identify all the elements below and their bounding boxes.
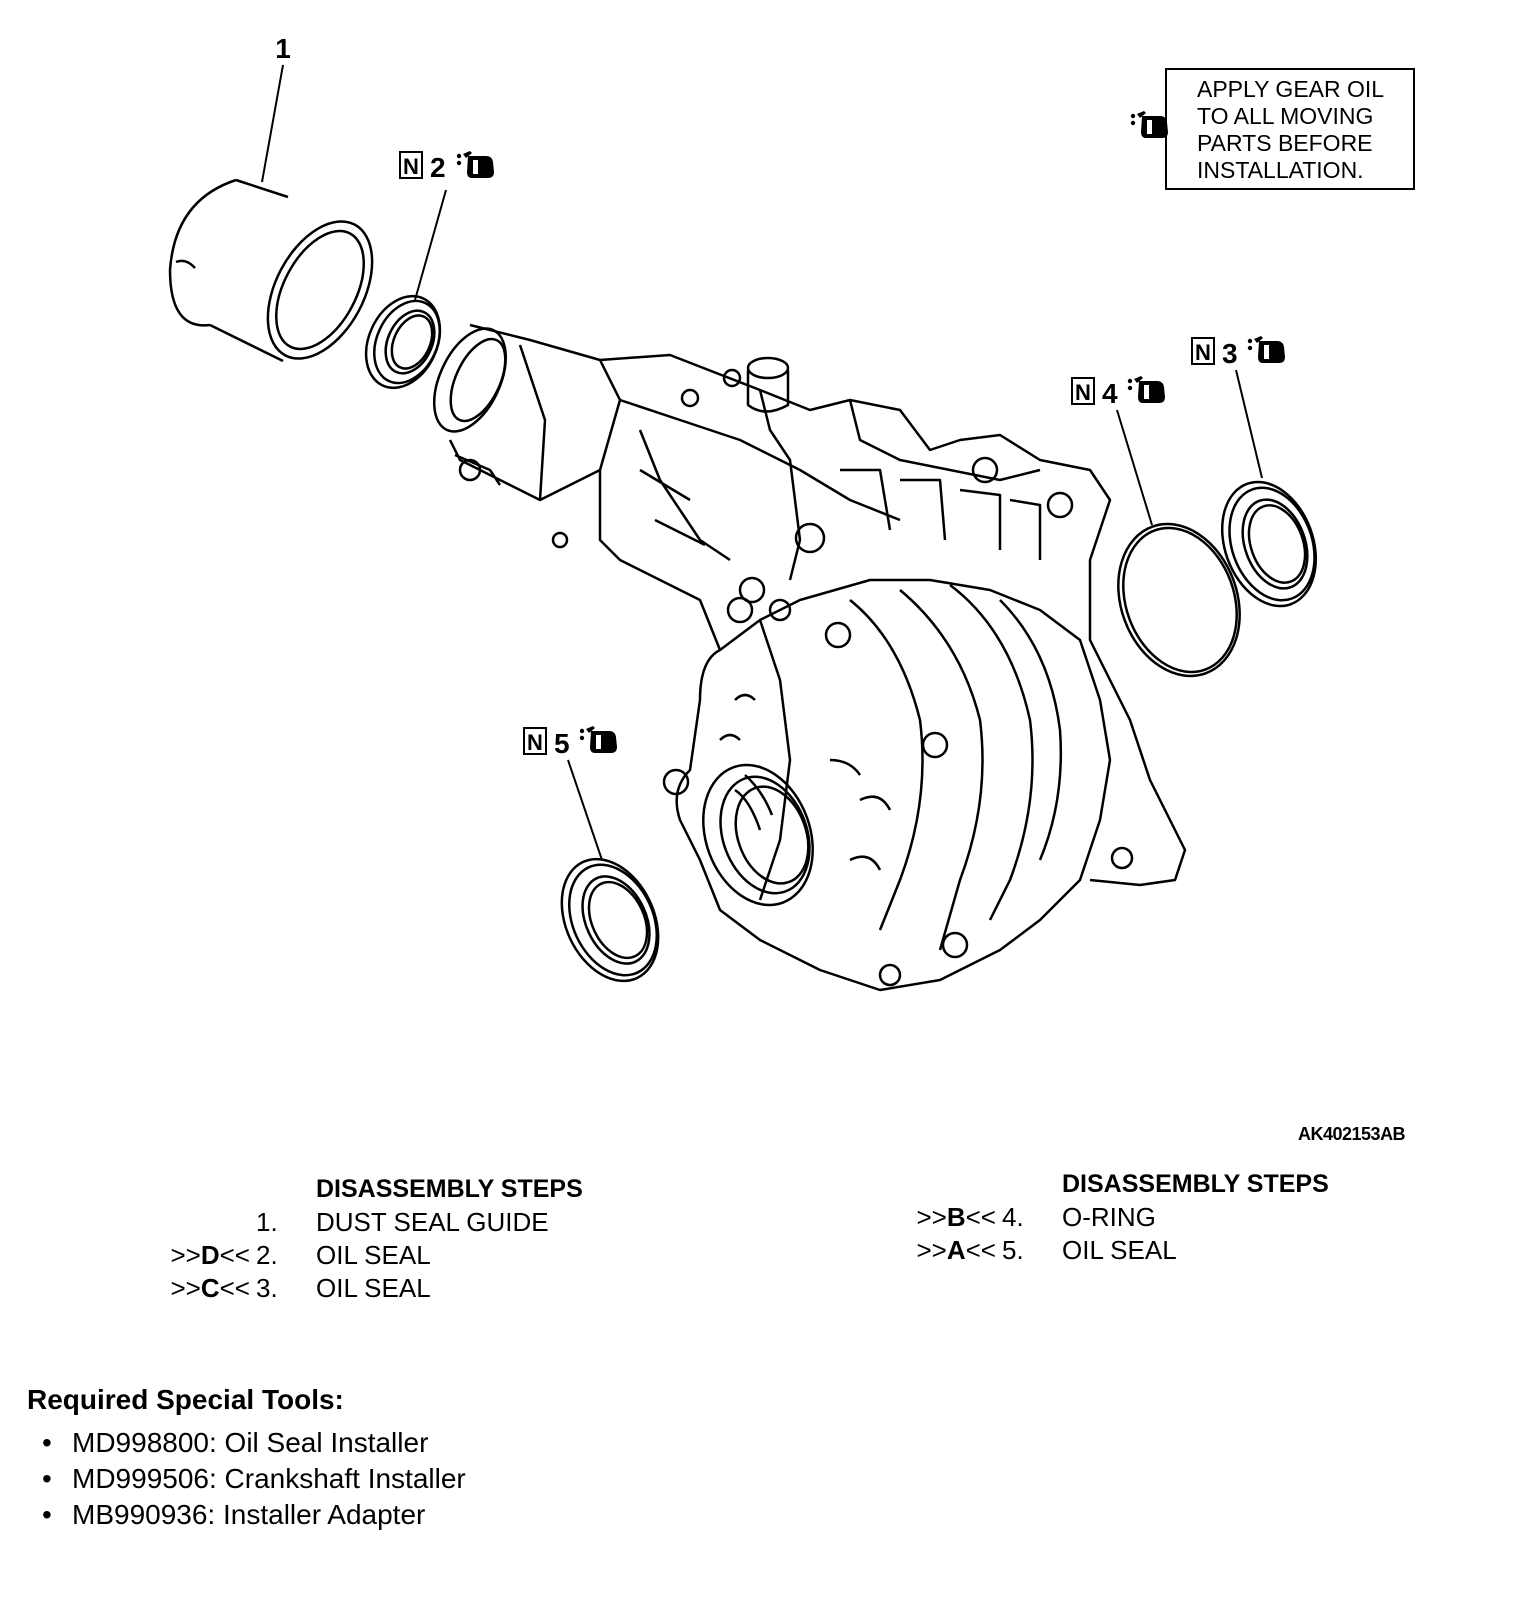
callout-3-number: 3 — [1222, 338, 1238, 369]
oil-seal-5 — [560, 857, 660, 983]
step-mark: >>A<< — [916, 1235, 996, 1265]
callout-5: N 5 — [523, 726, 617, 759]
tool-item: • MB990936: Installer Adapter — [42, 1499, 425, 1531]
note-line: PARTS BEFORE — [1197, 130, 1373, 156]
oil-can-icon — [456, 151, 494, 178]
step-number: 2. — [256, 1240, 278, 1270]
gear-oil-note-box: APPLY GEAR OIL TO ALL MOVING PARTS BEFOR… — [1165, 68, 1415, 190]
tool-label: MD998800: Oil Seal Installer — [72, 1427, 429, 1458]
step-row: >>D<< 2. OIL SEAL — [140, 1240, 600, 1272]
step-name: OIL SEAL — [316, 1240, 431, 1270]
new-part-symbol: N — [527, 730, 543, 755]
leader-line-3 — [1235, 369, 1263, 479]
new-part-symbol: N — [1075, 380, 1091, 405]
step-name: O-RING — [1062, 1202, 1156, 1232]
step-number: 3. — [256, 1273, 278, 1303]
figure-id: AK402153AB — [1298, 1124, 1406, 1144]
note-line: TO ALL MOVING — [1197, 103, 1374, 129]
tool-item: • MD998800: Oil Seal Installer — [42, 1427, 428, 1459]
step-name: OIL SEAL — [316, 1273, 431, 1303]
tool-label: MB990936: Installer Adapter — [72, 1499, 426, 1530]
note-line: INSTALLATION. — [1197, 157, 1364, 183]
step-name: OIL SEAL — [1062, 1235, 1177, 1265]
bullet: • — [42, 1499, 52, 1530]
tools-heading: Required Special Tools: — [27, 1384, 344, 1415]
callout-2: N 2 — [399, 151, 494, 183]
step-mark: >>B<< — [916, 1202, 996, 1232]
step-mark: >>C<< — [170, 1273, 250, 1303]
leader-line-5 — [567, 759, 603, 861]
bullet: • — [42, 1463, 52, 1494]
step-number: 5. — [1002, 1235, 1024, 1265]
new-part-symbol: N — [1195, 340, 1211, 365]
steps-right-heading: DISASSEMBLY STEPS — [1062, 1170, 1329, 1198]
exploded-view-diagram: 1 N 2 N 3 N 4 N 5 — [168, 33, 1318, 992]
note-line: APPLY GEAR OIL — [1197, 76, 1385, 102]
oil-seal-3 — [1220, 480, 1318, 608]
step-name: DUST SEAL GUIDE — [316, 1207, 549, 1237]
oil-seal-2 — [364, 294, 442, 390]
tool-item: • MD999506: Crankshaft Installer — [42, 1463, 466, 1495]
oil-can-icon — [1127, 376, 1165, 403]
callout-1-number: 1 — [275, 33, 291, 64]
step-row: 1. DUST SEAL GUIDE — [140, 1207, 600, 1239]
step-number: 1. — [256, 1207, 278, 1237]
oil-can-icon — [1130, 111, 1168, 138]
callout-3: N 3 — [1191, 336, 1285, 369]
callout-2-number: 2 — [430, 152, 446, 183]
step-row: >>B<< 4. O-RING — [886, 1202, 1346, 1234]
step-number: 4. — [1002, 1202, 1024, 1232]
oil-can-icon — [1247, 336, 1285, 363]
step-row: >>C<< 3. OIL SEAL — [140, 1273, 600, 1305]
transfer-case-housing — [432, 323, 1187, 992]
bullet: • — [42, 1427, 52, 1458]
steps-left-heading: DISASSEMBLY STEPS — [316, 1175, 583, 1203]
new-part-symbol: N — [403, 154, 419, 179]
callout-4: N 4 — [1071, 376, 1165, 409]
step-row: >>A<< 5. OIL SEAL — [886, 1235, 1346, 1267]
dust-seal-guide — [168, 178, 374, 363]
callout-4-number: 4 — [1102, 378, 1118, 409]
oil-can-icon — [579, 726, 617, 753]
leader-line-1 — [261, 64, 284, 183]
callout-5-number: 5 — [554, 728, 570, 759]
leader-line-2 — [414, 189, 447, 301]
o-ring-4 — [1117, 522, 1241, 678]
step-mark: >>D<< — [170, 1240, 250, 1270]
tool-label: MD999506: Crankshaft Installer — [72, 1463, 466, 1494]
leader-line-4 — [1116, 409, 1153, 526]
